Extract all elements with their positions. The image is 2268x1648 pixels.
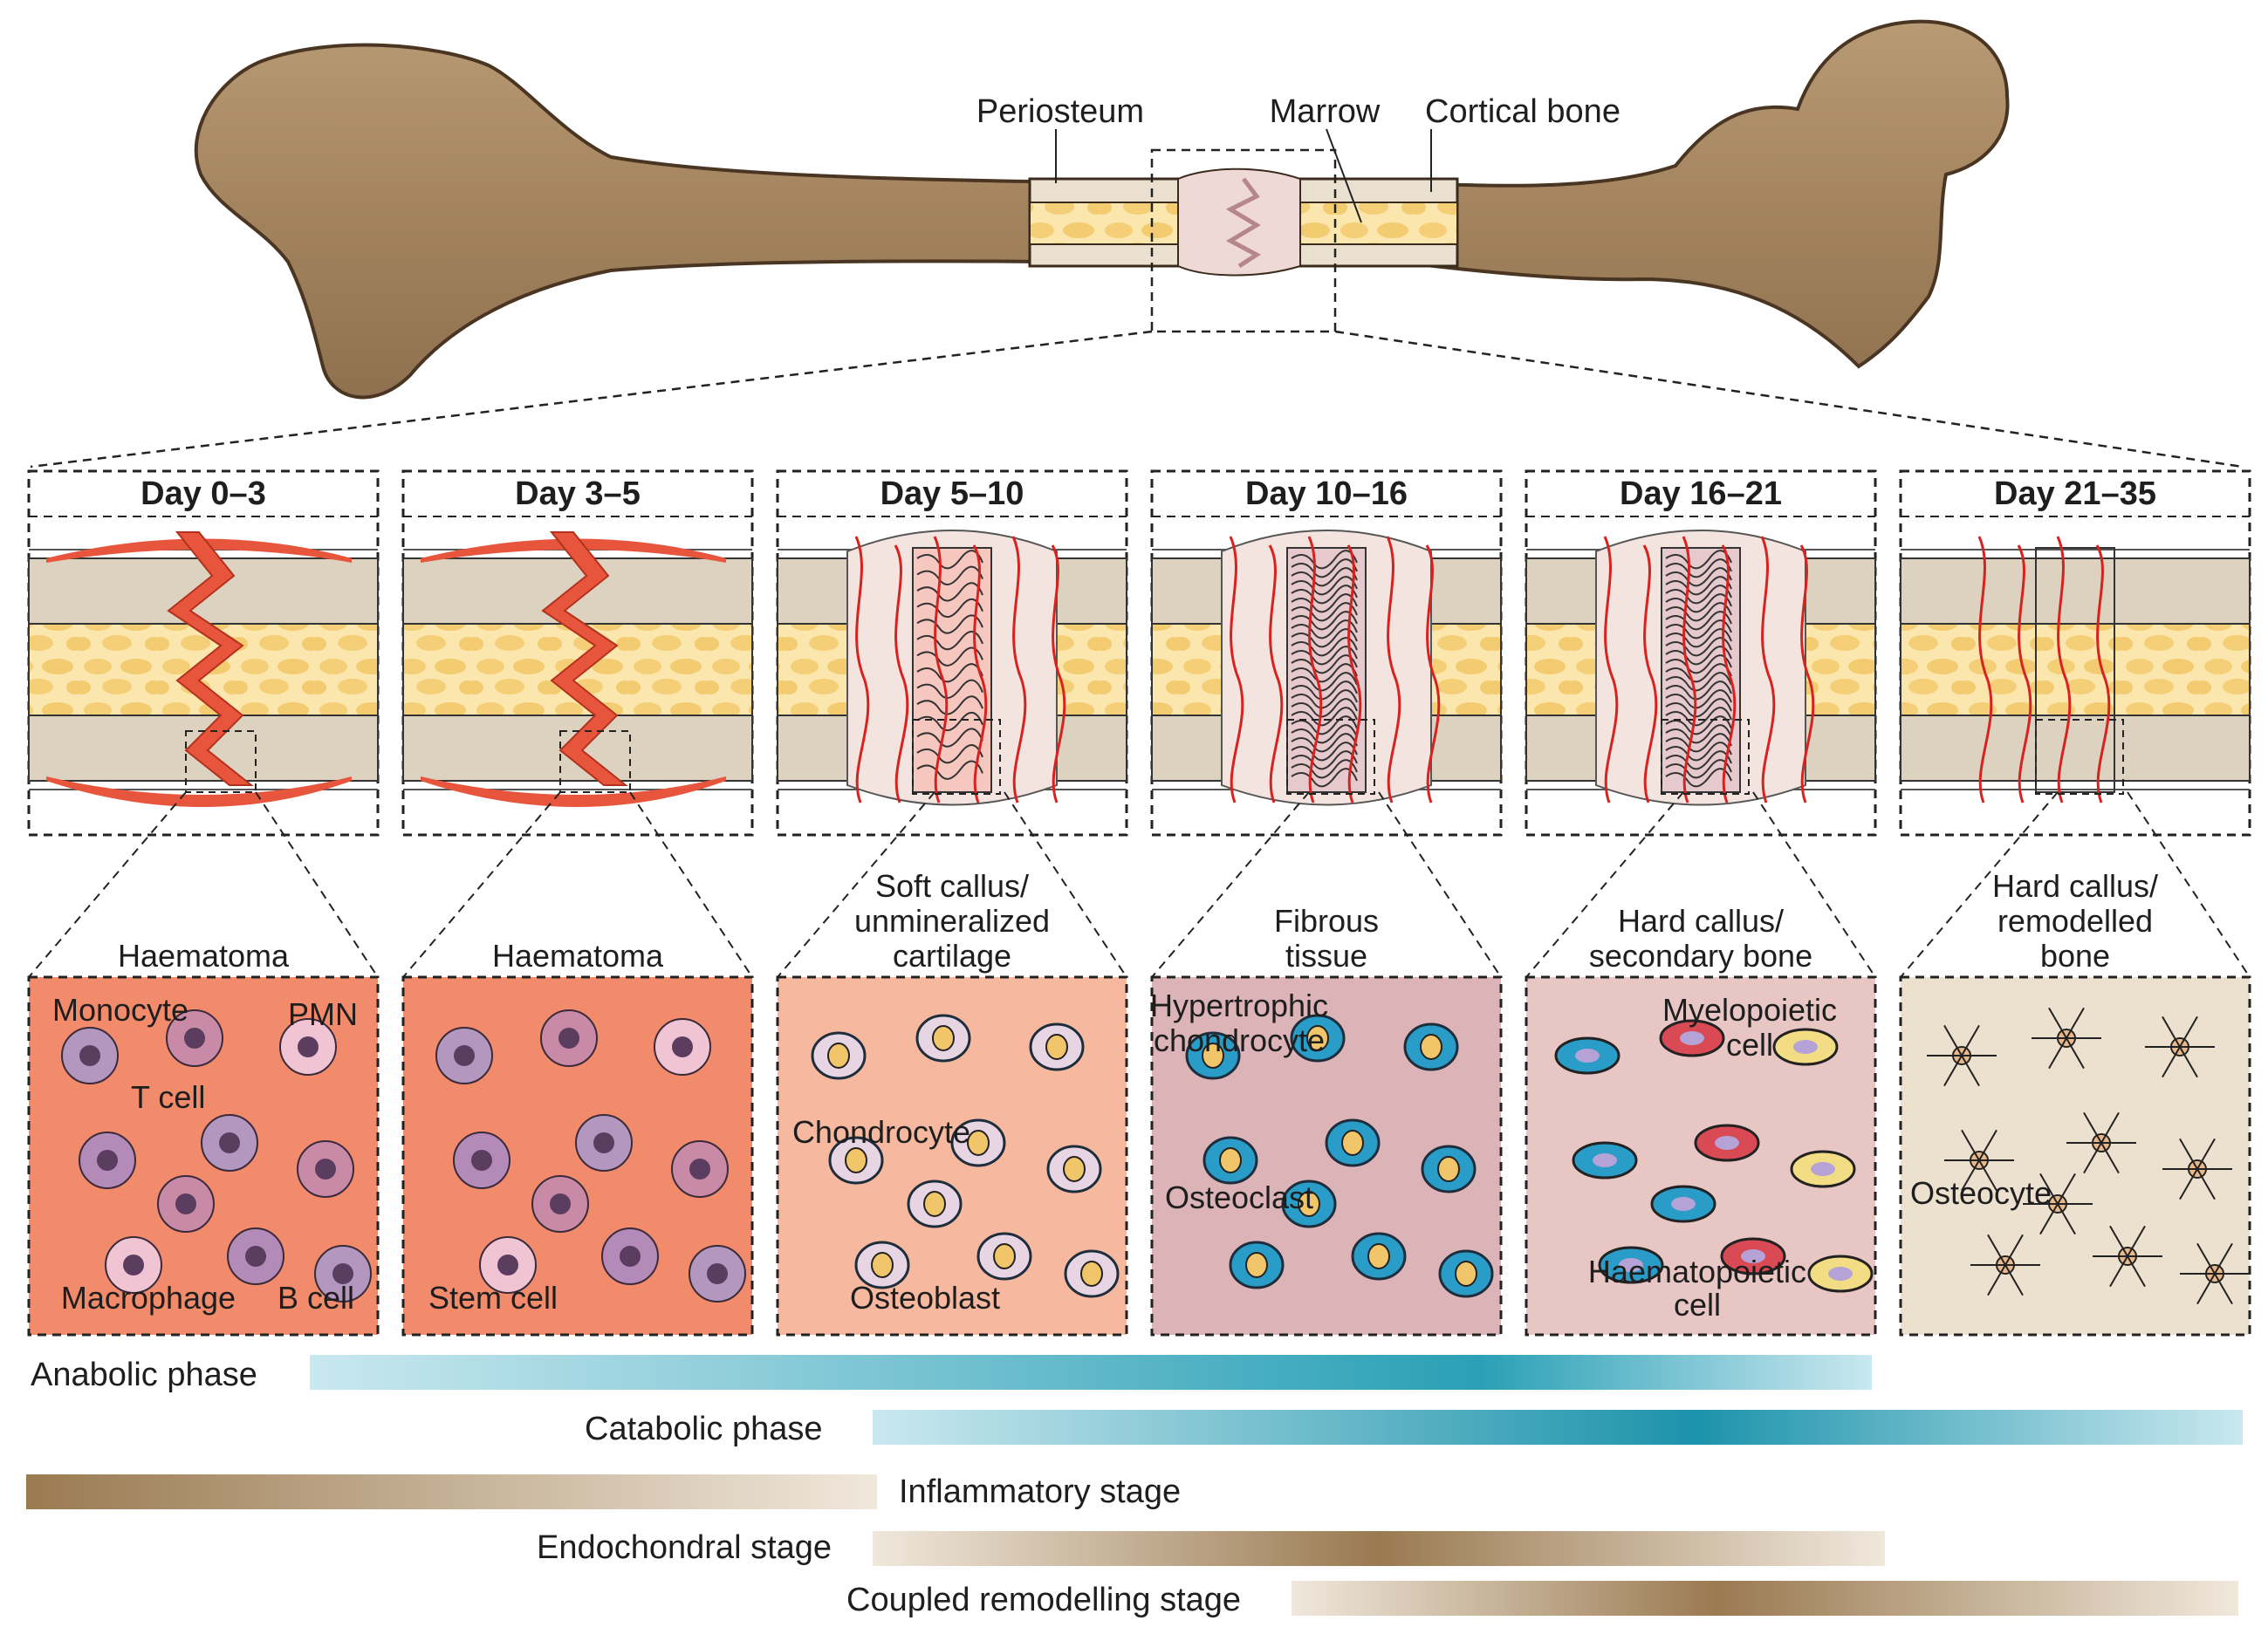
stage-caption: secondary bone — [1589, 938, 1812, 974]
stage-caption: Hard callus/ — [1618, 903, 1784, 939]
hypertrophic-label-2: chondrocyte — [1154, 1022, 1325, 1058]
osteocyte-label: Osteocyte — [1910, 1175, 2052, 1211]
myelopoietic-label-1: Myelopoietic — [1662, 992, 1837, 1028]
myelopoietic-label-2: cell — [1726, 1027, 1773, 1063]
pmn-label: PMN — [288, 996, 358, 1032]
endochondral-stage-label: Endochondral stage — [537, 1529, 832, 1566]
stem-cell-label: Stem cell — [428, 1280, 558, 1316]
catabolic-phase-bar — [873, 1410, 2243, 1445]
hypertrophic-label-1: Hypertrophic — [1150, 988, 1328, 1023]
osteoblast-label: Osteoblast — [850, 1280, 1000, 1316]
stage-caption: unmineralized — [854, 903, 1050, 939]
coupled-remodelling-bar — [1292, 1581, 2238, 1616]
day-label: Day 16–21 — [1620, 475, 1782, 512]
inflammatory-stage-bar — [26, 1474, 877, 1509]
anabolic-phase-bar — [310, 1355, 1872, 1390]
day-label: Day 5–10 — [880, 475, 1024, 512]
cortical-bone-label: Cortical bone — [1425, 93, 1620, 130]
t-cell-label: T cell — [131, 1079, 205, 1115]
day-label: Day 21–35 — [1994, 475, 2156, 512]
day-label: Day 3–5 — [515, 475, 641, 512]
coupled-remodelling-label: Coupled remodelling stage — [846, 1582, 1241, 1618]
haematopoietic-label-1: Haematopoietic — [1588, 1254, 1806, 1289]
stage-caption: cartilage — [893, 938, 1011, 974]
periosteum-label: Periosteum — [976, 93, 1144, 130]
haematopoietic-label-2: cell — [1674, 1287, 1721, 1323]
catabolic-phase-label: Catabolic phase — [585, 1411, 823, 1447]
stage-caption: Hard callus/ — [1992, 868, 2158, 904]
stage-caption: Fibrous — [1274, 903, 1379, 939]
stage-caption: remodelled — [1997, 903, 2153, 939]
day-label: Day 0–3 — [140, 475, 266, 512]
stage-caption: Haematoma — [492, 938, 664, 974]
endochondral-stage-bar — [873, 1531, 1885, 1566]
phase-bars — [26, 1355, 2243, 1616]
chondrocyte-label: Chondrocyte — [792, 1114, 970, 1150]
marrow-label: Marrow — [1270, 93, 1381, 130]
osteoclast-label: Osteoclast — [1165, 1180, 1313, 1215]
stage-caption: Soft callus/ — [875, 868, 1029, 904]
stage-caption: tissue — [1285, 938, 1367, 974]
stage-caption: Haematoma — [118, 938, 290, 974]
monocyte-label: Monocyte — [52, 992, 188, 1028]
b-cell-label: B cell — [278, 1280, 354, 1316]
inflammatory-stage-label: Inflammatory stage — [899, 1474, 1181, 1510]
macrophage-label: Macrophage — [61, 1280, 236, 1316]
femur — [194, 19, 2010, 400]
anabolic-phase-label: Anabolic phase — [31, 1357, 257, 1393]
stage-caption: bone — [2040, 938, 2110, 974]
day-label: Day 10–16 — [1245, 475, 1408, 512]
